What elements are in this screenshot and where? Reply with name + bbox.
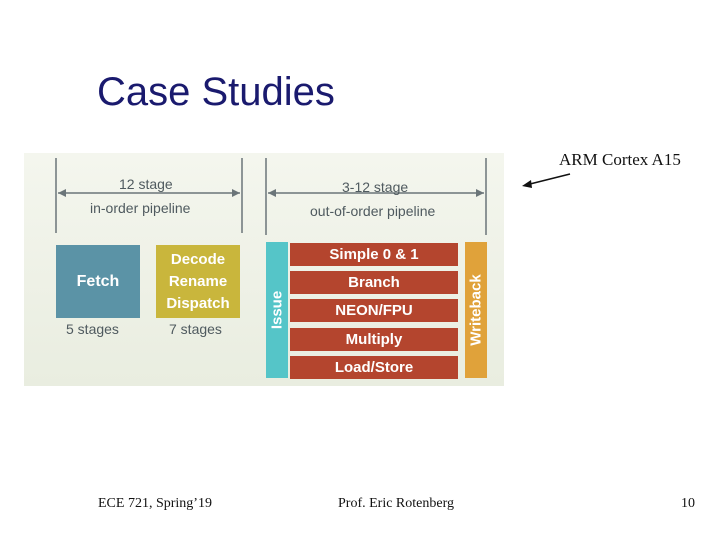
footer-course: ECE 721, Spring’19 [98, 496, 212, 511]
unit-load-store-label: Load/Store [334, 359, 414, 376]
issue-block: Issue [266, 242, 288, 378]
issue-label: Issue [268, 290, 286, 330]
pipeline-diagram-photo: 12 stage in-order pipeline 3-12 stage ou… [24, 153, 504, 386]
unit-load-store: Load/Store [290, 356, 458, 379]
unit-branch: Branch [290, 271, 458, 294]
unit-simple-label: Simple 0 & 1 [329, 246, 419, 263]
slide-title: Case Studies [97, 70, 335, 114]
page-number: 10 [681, 496, 695, 511]
writeback-label: Writeback [467, 274, 485, 346]
inorder-stage-count: 12 stage [119, 176, 173, 192]
inorder-pipeline-label: in-order pipeline [90, 200, 191, 216]
dispatch-label: Dispatch [166, 294, 230, 312]
writeback-block: Writeback [465, 242, 487, 378]
decode-stages: 7 stages [169, 321, 222, 337]
fetch-stages: 5 stages [66, 321, 119, 337]
rename-label: Rename [168, 272, 228, 290]
unit-simple: Simple 0 & 1 [290, 243, 458, 266]
unit-branch-label: Branch [348, 274, 400, 291]
unit-multiply: Multiply [290, 328, 458, 351]
decode-rename-dispatch-block: Decode Rename Dispatch [156, 245, 240, 318]
unit-neon-fpu: NEON/FPU [290, 299, 458, 322]
decode-label: Decode [170, 250, 226, 268]
ooo-stage-count: 3-12 stage [342, 179, 409, 195]
arrow-icon [522, 173, 571, 188]
ooo-pipeline-label: out-of-order pipeline [310, 203, 436, 219]
fetch-label: Fetch [76, 272, 120, 290]
figure-caption: ARM Cortex A15 [559, 150, 681, 169]
unit-multiply-label: Multiply [345, 331, 403, 348]
fetch-block: Fetch [56, 245, 140, 318]
dimension-lines [55, 158, 487, 235]
unit-neon-fpu-label: NEON/FPU [335, 302, 413, 319]
footer-author: Prof. Eric Rotenberg [338, 496, 454, 511]
